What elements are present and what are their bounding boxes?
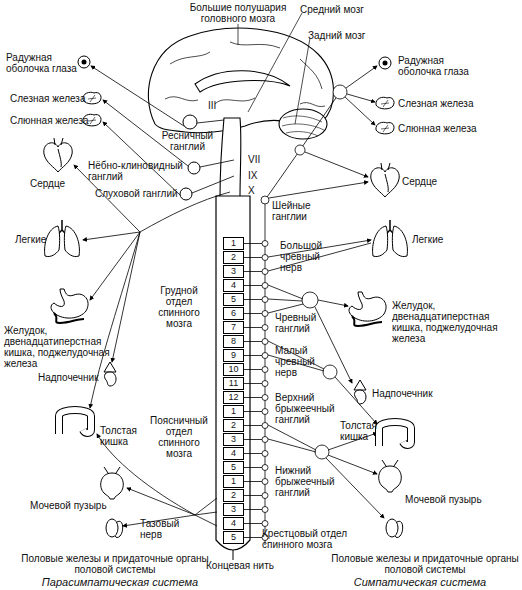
text-label: Крестцовый отдел спинного мозга bbox=[262, 528, 357, 550]
text-label: Радужная оболочка глаза bbox=[6, 52, 81, 74]
text-label: VII bbox=[248, 154, 273, 165]
segment-box: 7 bbox=[223, 321, 244, 334]
text-label: Толстая кишка bbox=[100, 425, 145, 447]
text-label: Шейные ганглии bbox=[272, 200, 322, 222]
text-label: Надпочечник bbox=[38, 372, 100, 383]
text-label: Симпатическая система bbox=[320, 576, 520, 589]
text-label: Нижний брыжеечный ганглий bbox=[275, 465, 340, 498]
text-label: Желудок, двенадцатиперстная кишка, подже… bbox=[4, 325, 134, 369]
segment-number: 3 bbox=[231, 266, 236, 276]
chain-ganglia bbox=[261, 85, 347, 541]
text-label: Малый чревный нерв bbox=[275, 345, 320, 378]
segment-number: 2 bbox=[231, 420, 236, 430]
spinal-cord bbox=[216, 196, 250, 550]
text-label: Сердце bbox=[30, 178, 80, 189]
segment-box: 6 bbox=[223, 307, 244, 320]
terminal-filament bbox=[233, 550, 234, 560]
organs-parasympathetic bbox=[44, 56, 123, 538]
parasympathetic-nerves bbox=[74, 66, 234, 526]
segment-number: 11 bbox=[229, 378, 238, 388]
text-label: Задний мозг bbox=[308, 30, 388, 41]
text-label: Слуховой ганглий bbox=[95, 188, 180, 199]
segment-box: 2 bbox=[223, 251, 244, 264]
segment-box: 1 bbox=[223, 237, 244, 250]
segment-box: 1 bbox=[223, 405, 244, 418]
text-label: Радужная оболочка глаза bbox=[398, 55, 478, 77]
text-label: Мочевой пузырь bbox=[30, 500, 115, 511]
segment-number: 12 bbox=[228, 392, 238, 402]
segment-box: 4 bbox=[223, 447, 244, 460]
text-label: Сердце bbox=[402, 176, 462, 187]
segment-box: 8 bbox=[223, 335, 244, 348]
segment-number: 9 bbox=[231, 350, 236, 360]
segment-box: 4 bbox=[223, 279, 244, 292]
segment-number: 6 bbox=[231, 308, 236, 318]
segment-box: 9 bbox=[223, 349, 244, 362]
segment-number: 1 bbox=[231, 238, 236, 248]
text-label: IX bbox=[248, 170, 273, 181]
text-label: Нёбно-клиновидный ганглий bbox=[88, 160, 186, 182]
text-label: Концевая нить bbox=[205, 560, 275, 571]
text-label: Средний мозг bbox=[300, 4, 380, 15]
segment-box: 3 bbox=[223, 503, 244, 516]
segment-number: 1 bbox=[231, 476, 236, 486]
text-label: III bbox=[208, 100, 228, 111]
segment-box: 11 bbox=[223, 377, 244, 390]
brainstem bbox=[220, 118, 241, 198]
text-label: Слюнная железа bbox=[10, 115, 90, 126]
segment-number: 4 bbox=[231, 448, 236, 458]
segment-number: 5 bbox=[231, 294, 236, 304]
segment-number: 3 bbox=[231, 504, 236, 514]
text-label: Слезная железа bbox=[398, 98, 488, 109]
text-label: Толстая кишка bbox=[340, 420, 380, 442]
text-label: Поясничный отдел спинного мозга bbox=[146, 415, 212, 459]
text-label: Надпочечник bbox=[372, 388, 442, 399]
text-label: Желудок, двенадцатиперстная кишка, подже… bbox=[392, 300, 520, 344]
text-label: Тазовый нерв bbox=[140, 518, 185, 540]
segment-number: 5 bbox=[231, 462, 236, 472]
segment-box: 5 bbox=[223, 293, 244, 306]
segment-number: 7 bbox=[231, 322, 236, 332]
text-label: Мочевой пузырь bbox=[405, 494, 495, 505]
text-label: Легкие bbox=[15, 234, 65, 245]
segment-number: 2 bbox=[231, 490, 236, 500]
text-label: Слезная железа bbox=[10, 93, 90, 104]
text-label: Слюнная железа bbox=[398, 123, 488, 134]
segment-number: 2 bbox=[231, 252, 236, 262]
segment-box: 1 bbox=[223, 475, 244, 488]
text-label: Ресничный ганглий bbox=[160, 130, 215, 152]
segment-number: 1 bbox=[231, 406, 236, 416]
segment-number: 4 bbox=[231, 518, 236, 528]
text-label: Грудной отдел спинного мозга bbox=[146, 285, 212, 329]
text-label: Чревный ганглий bbox=[275, 312, 320, 334]
text-label: Половые железы и придаточные органы поло… bbox=[330, 553, 520, 575]
segment-box: 5 bbox=[223, 461, 244, 474]
text-label: Легкие bbox=[412, 234, 472, 245]
segment-box: 3 bbox=[223, 265, 244, 278]
segment-number: 5 bbox=[231, 532, 236, 542]
segment-number: 8 bbox=[231, 336, 236, 346]
text-label: Парасимпатическая система bbox=[20, 576, 220, 589]
brain bbox=[148, 28, 333, 139]
text-label: Половые железы и придаточные органы поло… bbox=[20, 553, 210, 575]
parasympathetic-ganglia bbox=[180, 115, 200, 200]
segment-box: 10 bbox=[223, 363, 244, 376]
text-label: X bbox=[248, 185, 273, 196]
segment-box: 3 bbox=[223, 433, 244, 446]
segment-number: 4 bbox=[231, 280, 236, 290]
text-label: Большие полушария головного мозга bbox=[168, 2, 308, 24]
leader-lines bbox=[238, 13, 310, 124]
segment-box: 4 bbox=[223, 517, 244, 530]
segment-number: 3 bbox=[231, 434, 236, 444]
segment-box: 2 bbox=[223, 419, 244, 432]
text-label: Большой чревный нерв bbox=[280, 240, 342, 273]
sympathetic-nerves bbox=[268, 66, 384, 518]
segment-number: 10 bbox=[228, 364, 238, 374]
text-label: Верхний брыжеечный ганглий bbox=[275, 392, 340, 425]
segment-box: 12 bbox=[223, 391, 244, 404]
segment-box: 5 bbox=[223, 531, 244, 544]
segment-box: 2 bbox=[223, 489, 244, 502]
